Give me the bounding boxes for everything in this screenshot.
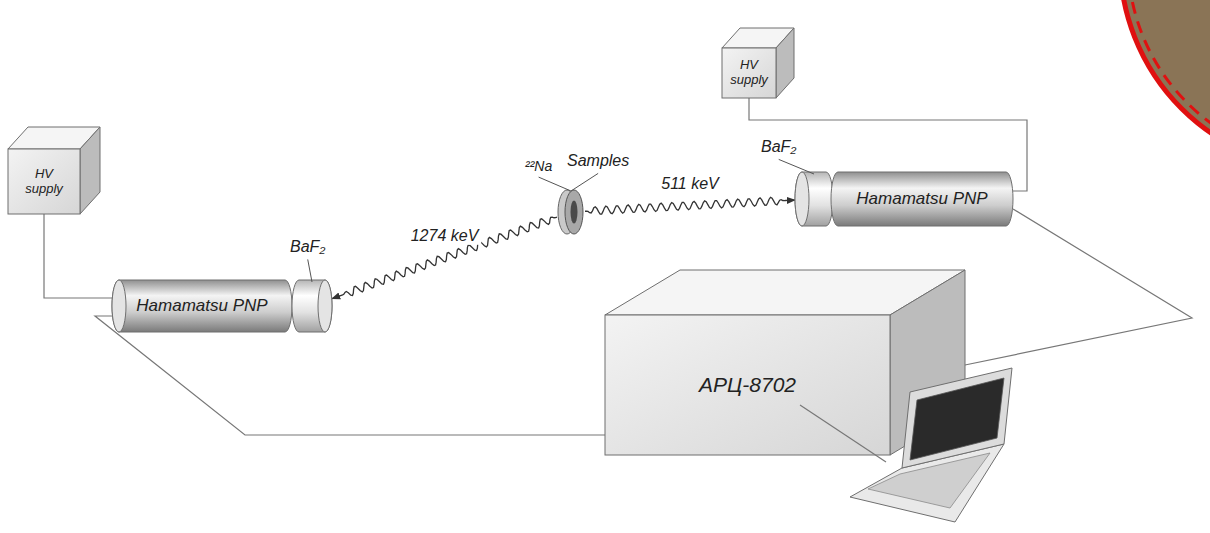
data-cable [800, 405, 886, 462]
photomultiplier-tube: Hamamatsu PNP [112, 280, 292, 332]
node-outline [292, 280, 332, 332]
text-holder: APЦ-8702 [605, 315, 890, 455]
part-label: BaF₂ [290, 238, 325, 256]
source-sample: ²²NaSamples [557, 189, 585, 235]
scintillator-crystal: BaF₂ [292, 280, 332, 332]
node-outline [557, 189, 585, 235]
box-side-face [776, 28, 794, 98]
laptop-screen-frame [902, 368, 1012, 468]
box-front-face [722, 48, 776, 98]
box-label: Hamamatsu PNP [856, 189, 987, 209]
box-label: Hamamatsu PNP [136, 296, 267, 316]
leader-line [308, 259, 312, 282]
box-label: APЦ-8702 [699, 373, 796, 397]
cylinder-cap [112, 280, 126, 332]
leader-line [779, 159, 814, 174]
part-label: BaF₂ [761, 138, 796, 156]
energy-label: 1274 keV [408, 227, 482, 245]
part-label: Samples [567, 152, 629, 170]
sample-disc [565, 190, 583, 234]
leader-line [571, 173, 598, 191]
box-label: HV supply [726, 58, 772, 88]
text-holder: HV supply [722, 48, 776, 98]
signal-cable [965, 209, 1192, 365]
text-holder: HV supply [8, 149, 80, 214]
corner-disc-dash [1128, 0, 1210, 162]
cylinder-cap [318, 280, 332, 332]
node-outline [8, 127, 100, 214]
signal-cable [95, 316, 605, 435]
box-front-face [605, 315, 890, 455]
photomultiplier-tube: Hamamatsu PNP [831, 172, 1013, 226]
hv-supply-box: HV supply [722, 28, 794, 98]
laptop-icon [850, 368, 1012, 522]
text-holder: Samples [567, 152, 629, 170]
hv-supply-box: HV supply [8, 127, 100, 214]
leader-line [539, 177, 571, 191]
cylinder-body [292, 280, 332, 332]
cylinder-body [112, 280, 292, 332]
box-front-face [8, 149, 80, 214]
gamma-ray [332, 217, 557, 299]
hv-cable [44, 214, 112, 298]
text-holder: BaF₂ [290, 238, 325, 256]
cylinder-body [795, 172, 833, 226]
laptop-screen [910, 378, 1004, 460]
cylinder-body [831, 172, 1013, 226]
text-holder: Hamamatsu PNP [112, 280, 292, 332]
energy-label: 511 keV [658, 174, 722, 192]
gamma-ray [585, 197, 795, 214]
scintillator-crystal: BaF₂ [795, 172, 833, 226]
node-outline [795, 172, 833, 226]
source-spot [571, 201, 578, 224]
corner-disc [1120, 0, 1210, 170]
cylinder-cap [795, 172, 809, 226]
box-label: HV supply [19, 167, 69, 197]
text-holder: BaF₂ [761, 138, 796, 156]
box-side-face [80, 127, 100, 214]
text-holder: ²²Na [525, 158, 552, 174]
part-label: ²²Na [525, 158, 552, 174]
text-holder: Hamamatsu PNP [831, 172, 1013, 226]
